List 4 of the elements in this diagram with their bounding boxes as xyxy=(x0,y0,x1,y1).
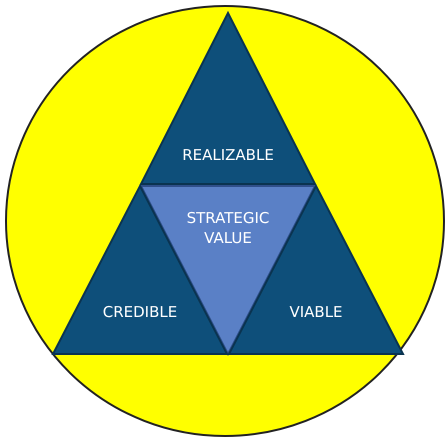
triangle-label: STRATEGIC VALUE xyxy=(186,208,270,248)
triangle-label: REALIZABLE xyxy=(181,145,275,165)
triangle-label: CREDIBLE xyxy=(102,302,178,322)
triangle-label: VIABLE xyxy=(288,302,344,322)
